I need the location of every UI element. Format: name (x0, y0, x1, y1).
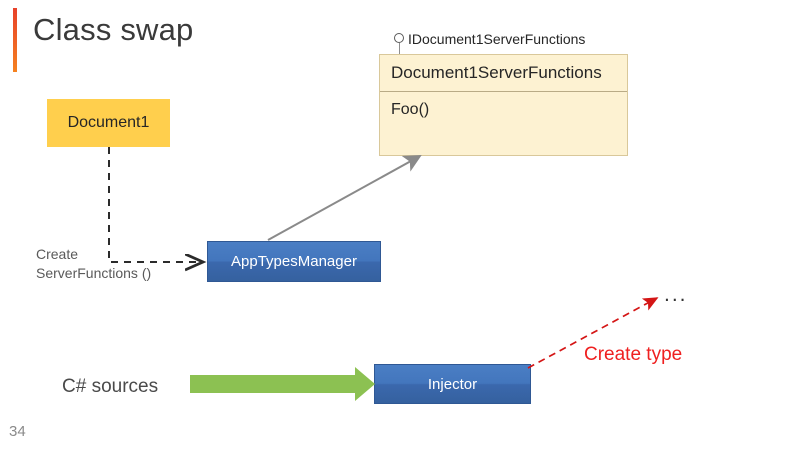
apptypesmanager-box[interactable]: AppTypesManager (207, 241, 381, 282)
uml-class-name: Document1ServerFunctions (380, 55, 627, 92)
provided-interface-label: IDocument1ServerFunctions (408, 31, 586, 47)
ellipsis-label: ... (664, 283, 688, 306)
create-type-label: Create type (584, 344, 683, 365)
csharp-sources-label: C# sources (62, 376, 159, 397)
injector-box[interactable]: Injector (374, 364, 531, 404)
document1-box[interactable]: Document1 (47, 99, 170, 147)
interface-lollipop-icon (394, 33, 404, 43)
interface-lollipop-stem (398, 43, 400, 55)
uml-class-box[interactable]: Document1ServerFunctions Foo() (379, 54, 628, 156)
create-serverfunctions-line1: Create (36, 246, 79, 262)
page-title: Class swap (33, 12, 194, 47)
create-serverfunctions-line2: ServerFunctions () (36, 265, 152, 281)
uml-class-member-foo: Foo() (391, 101, 430, 118)
csharp-sources-block-arrow (190, 367, 375, 401)
create-serverfunctions-label: Create ServerFunctions () (36, 245, 151, 283)
connector-apptypesmanager-to-class (267, 155, 422, 241)
title-accent-bar (13, 8, 17, 72)
page-number: 34 (9, 423, 26, 440)
